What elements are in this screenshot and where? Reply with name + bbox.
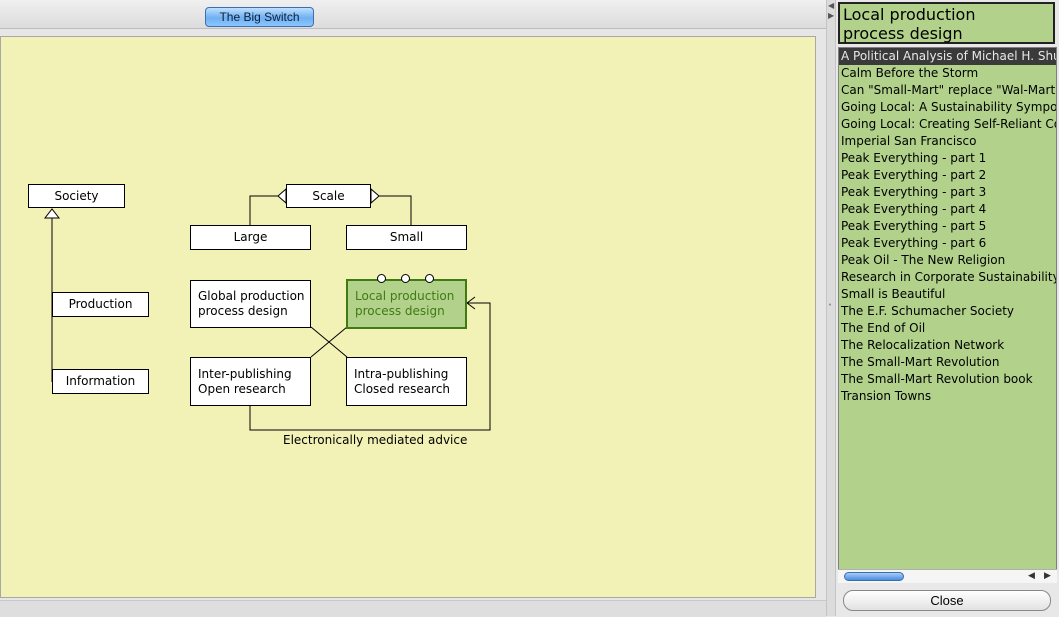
splitter-grip-icon: ˄: [828, 303, 832, 312]
list-item[interactable]: Peak Everything - part 3: [841, 185, 987, 199]
node-local-production[interactable]: Local production process design: [346, 279, 467, 329]
selected-node-title: Local production process design: [838, 2, 1055, 44]
node-scale[interactable]: Scale: [286, 184, 371, 208]
diagram-canvas[interactable]: Society Scale Large Small Production Inf…: [0, 36, 816, 598]
edge-local-inter: [310, 326, 348, 358]
node-small[interactable]: Small: [346, 225, 467, 250]
arrowhead-small-scale: [370, 187, 380, 205]
node-production[interactable]: Production: [52, 292, 149, 317]
list-item[interactable]: Research in Corporate Sustainability:: [841, 270, 1056, 284]
list-item[interactable]: Going Local: Creating Self-Reliant Commu…: [841, 117, 1056, 131]
list-item[interactable]: Peak Everything - part 6: [841, 236, 987, 250]
collapse-left-arrow-icon[interactable]: ◀: [828, 1, 835, 10]
pane-footer: [0, 600, 826, 617]
node-society[interactable]: Society: [28, 184, 125, 208]
node-large[interactable]: Large: [190, 225, 311, 250]
scroll-right-arrow-icon[interactable]: ▶: [1044, 571, 1051, 581]
list-item[interactable]: The Small-Mart Revolution book: [841, 372, 1033, 386]
node-global-production[interactable]: Global production process design: [190, 280, 311, 328]
collapse-right-arrow-icon[interactable]: ▶: [828, 11, 835, 20]
list-item[interactable]: The Relocalization Network: [841, 338, 1005, 352]
edge-advice: [249, 302, 491, 431]
node-handle[interactable]: [377, 274, 386, 283]
list-item[interactable]: A Political Analysis of Michael H. Shuma…: [839, 48, 1056, 65]
tab-strip: The Big Switch: [0, 0, 826, 29]
details-pane: Local production process design A Politi…: [836, 0, 1059, 616]
arrowhead-large-scale: [277, 187, 287, 205]
node-information[interactable]: Information: [52, 369, 149, 394]
list-item[interactable]: Calm Before the Storm: [841, 66, 979, 80]
arrowhead-advice: [466, 296, 476, 310]
edge-large-scale: [249, 195, 286, 237]
list-item[interactable]: Peak Everything - part 5: [841, 219, 987, 233]
linked-items-list[interactable]: A Political Analysis of Michael H. Shuma…: [838, 47, 1057, 583]
node-intra-publishing[interactable]: Intra-publishing Closed research: [346, 357, 467, 406]
list-horizontal-scrollbar[interactable]: ◀ ▶: [838, 569, 1057, 583]
list-item[interactable]: The End of Oil: [841, 321, 926, 335]
scroll-left-arrow-icon[interactable]: ◀: [1028, 571, 1035, 581]
list-item[interactable]: Can "Small-Mart" replace "Wal-Mart"?: [841, 83, 1056, 97]
list-item[interactable]: Small is Beautiful: [841, 287, 946, 301]
node-inter-publishing[interactable]: Inter-publishing Open research: [190, 357, 311, 406]
close-button[interactable]: Close: [843, 590, 1051, 611]
connector-lines: [43, 187, 491, 431]
edge-small-scale: [371, 195, 412, 237]
tab-the-big-switch[interactable]: The Big Switch: [205, 7, 314, 27]
list-item[interactable]: Peak Everything - part 2: [841, 168, 987, 182]
list-item[interactable]: Peak Everything - part 1: [841, 151, 987, 165]
edge-label-advice: Electronically mediated advice: [283, 433, 468, 447]
list-item[interactable]: Going Local: A Sustainability Symposium: [841, 100, 1056, 114]
node-handle[interactable]: [425, 274, 434, 283]
scrollbar-thumb[interactable]: [844, 572, 904, 581]
list-item[interactable]: Transion Towns: [841, 389, 932, 403]
list-item[interactable]: Peak Everything - part 4: [841, 202, 987, 216]
list-item[interactable]: Imperial San Francisco: [841, 134, 977, 148]
pane-splitter[interactable]: ◀ ▶ ˄: [826, 0, 836, 616]
list-item[interactable]: Peak Oil - The New Religion: [841, 253, 1006, 267]
list-item[interactable]: The Small-Mart Revolution: [841, 355, 1000, 369]
map-pane: The Big Switch Society Scale Large Small…: [0, 0, 826, 617]
list-item[interactable]: The E.F. Schumacher Society: [841, 304, 1015, 318]
arrowhead-society: [43, 208, 61, 219]
node-handle[interactable]: [401, 274, 410, 283]
